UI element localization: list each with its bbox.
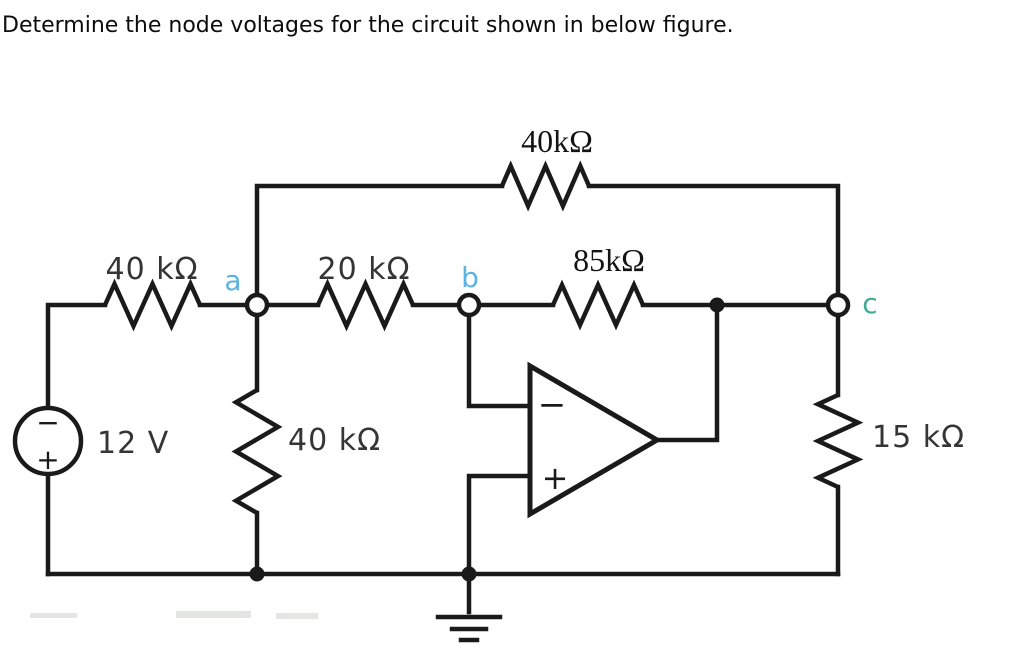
wire-b-to-inverting-input [466,312,531,409]
scan-artifact [276,613,318,619]
voltage-source [12,405,84,477]
label-resistor-load: 15 kΩ [872,420,965,455]
opamp-triangle [527,361,662,519]
label-resistor-opamp-in: 85kΩ [573,242,645,278]
problem-statement: Determine the node voltages for the circ… [2,13,734,38]
resistor-feedback [499,160,592,212]
wire-opamp-output [654,302,720,443]
wire-feedback-right [586,183,841,299]
resistor-input [102,278,203,332]
source-plus-sign: + [36,443,59,476]
ground-symbol [435,614,503,643]
source-minus-sign: − [36,406,59,439]
wire-noninverting-input [466,473,531,577]
node-b-terminal [456,292,482,318]
junction-ground [461,566,477,582]
resistor-series [315,278,416,332]
label-resistor-input: 40 kΩ [105,252,198,287]
junction-output [709,297,725,313]
opamp-inverting-sign: − [538,385,567,425]
resistor-opamp-in [550,279,646,331]
label-node-a: a [224,264,241,297]
label-node-c: c [862,287,877,320]
opamp-noninverting-sign: + [542,459,569,497]
scan-artifact [30,613,77,618]
resistor-shunt [231,388,283,515]
resistor-load [812,392,864,490]
scan-artifact [176,611,251,618]
wire-left-rail-top [45,302,108,412]
wire-feedback-left [254,183,505,299]
node-a-terminal [244,292,270,318]
node-c-terminal [825,292,851,318]
label-voltage-source: 12 V [97,426,169,461]
label-resistor-feedback: 40kΩ [521,123,593,159]
label-node-b: b [461,261,479,294]
label-resistor-shunt: 40 kΩ [288,423,381,458]
label-resistor-series: 20 kΩ [317,252,410,287]
junction-shunt-bottom [249,566,265,582]
